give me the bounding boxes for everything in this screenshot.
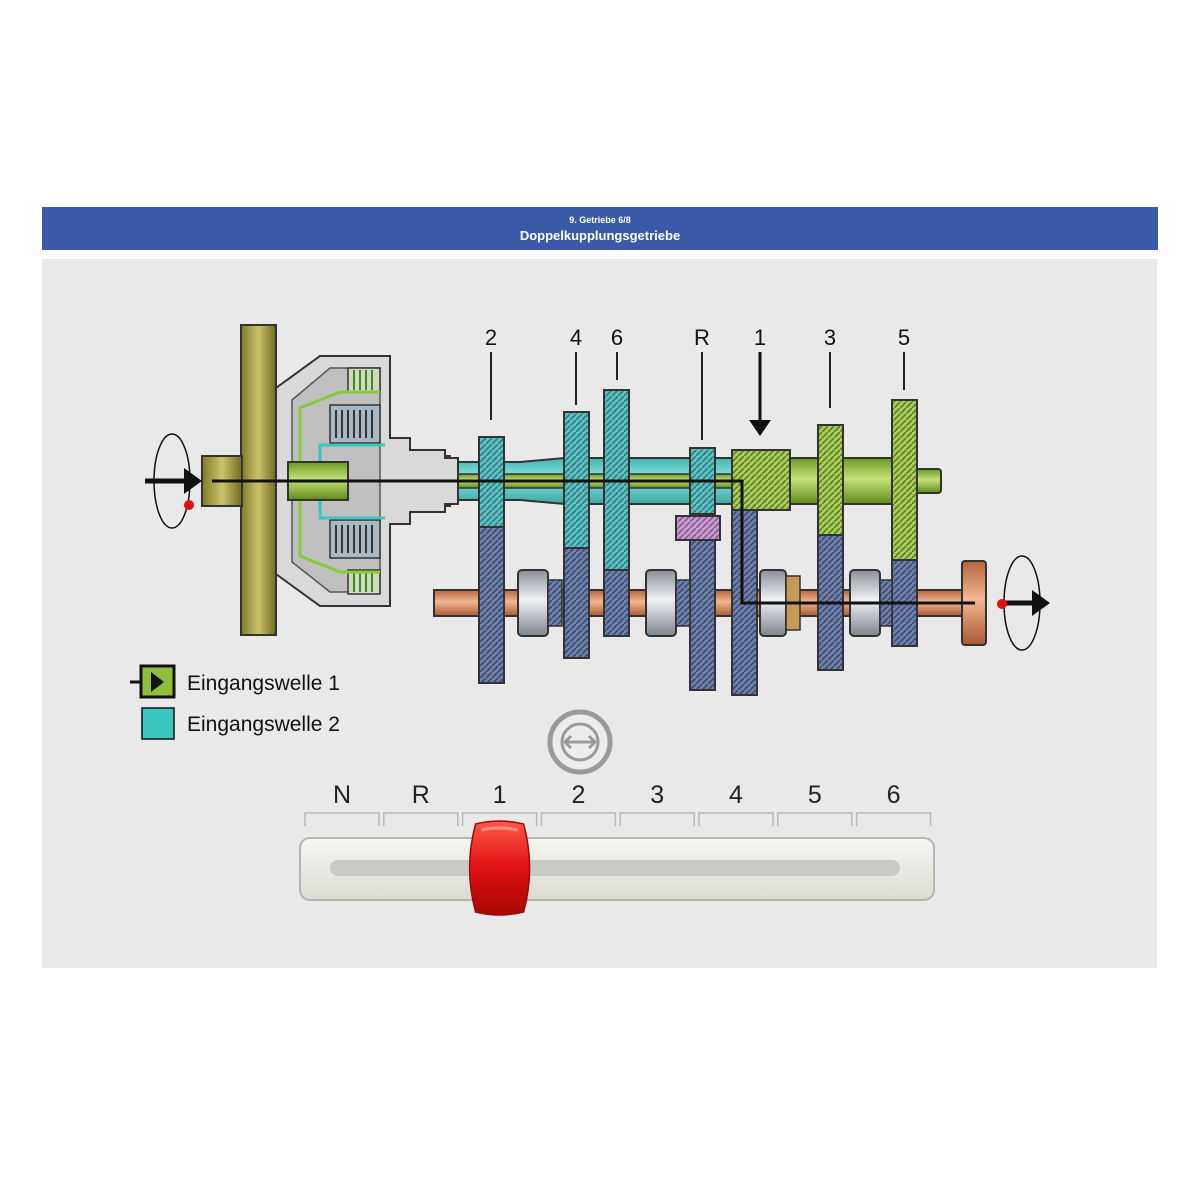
- gear-label-2: 2: [485, 325, 497, 350]
- selector-label-6[interactable]: 6: [887, 781, 901, 809]
- legend-input-shaft-1: Eingangswelle 1: [130, 664, 340, 699]
- selector-label-1[interactable]: 1: [493, 781, 507, 809]
- selector-label-4[interactable]: 4: [729, 781, 743, 809]
- gear-label-5: 5: [898, 325, 910, 350]
- swap-horizontal-icon: [560, 722, 600, 762]
- page-title: Doppelkupplungsgetriebe: [519, 228, 681, 243]
- title-bar: 9. Getriebe 6/8 Doppelkupplungsgetriebe: [42, 207, 1158, 250]
- gear-selector-knob[interactable]: [468, 820, 531, 916]
- selector-bracket: [383, 812, 459, 826]
- power-flow-line: [212, 479, 975, 605]
- legend-label-2: Eingangswelle 2: [187, 713, 340, 736]
- swap-toggle-button[interactable]: [547, 709, 613, 775]
- clutch-pack-2: [347, 367, 381, 393]
- selector-bracket: [461, 812, 538, 826]
- legend-input-shaft-2: Eingangswelle 2: [141, 707, 340, 740]
- selector-bracket: [698, 812, 774, 826]
- selector-bracket: [777, 812, 853, 826]
- synchronizers: [517, 569, 893, 637]
- gear-selector-scale: N R 1 2 3 4 5 6: [304, 781, 932, 826]
- selector-bracket: [540, 812, 617, 826]
- legend-swatch-2: [141, 707, 175, 740]
- selector-label-3[interactable]: 3: [650, 781, 664, 809]
- reverse-idler: [675, 515, 721, 541]
- gear-2-lower: [478, 526, 505, 684]
- gear-6-lower: [603, 569, 630, 637]
- gear-label-r: R: [694, 325, 710, 350]
- gear-3-upper: [817, 424, 844, 536]
- gear-r-lower: [689, 539, 716, 691]
- legend-label-1: Eingangswelle 1: [187, 672, 340, 695]
- gear-4-lower: [563, 547, 590, 659]
- selector-bracket: [304, 812, 380, 826]
- input-rotation-icon: [145, 433, 202, 529]
- gear-label-3: 3: [824, 325, 836, 350]
- gear-label-1: 1: [754, 325, 766, 350]
- selector-bracket: [855, 812, 932, 826]
- selector-label-n[interactable]: N: [333, 781, 351, 809]
- output-rotation-icon: [997, 555, 1050, 651]
- gear-label-4: 4: [570, 325, 582, 350]
- gear-leader-lines: [490, 352, 905, 440]
- gear-selector-groove: [330, 860, 900, 876]
- selector-label-5[interactable]: 5: [808, 781, 822, 809]
- selector-label-2[interactable]: 2: [571, 781, 585, 809]
- selector-bracket: [619, 812, 695, 826]
- page-subtitle: 9. Getriebe 6/8: [569, 215, 631, 225]
- selector-label-r[interactable]: R: [412, 781, 430, 809]
- gear-5-upper: [891, 399, 918, 561]
- gear-label-6: 6: [611, 325, 623, 350]
